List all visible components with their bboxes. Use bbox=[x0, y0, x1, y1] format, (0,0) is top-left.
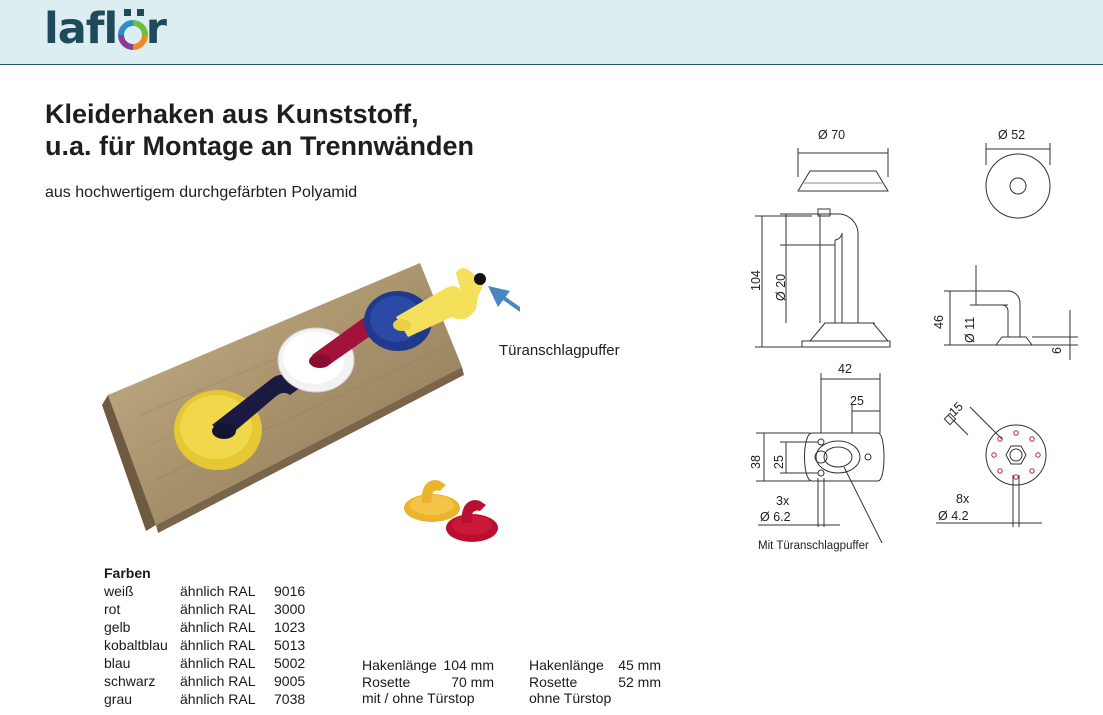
long-hook-side-view bbox=[755, 148, 891, 348]
colors-heading: Farben bbox=[104, 565, 151, 581]
color-code: 7038 bbox=[274, 691, 306, 707]
color-code: 9016 bbox=[274, 583, 306, 599]
title-line-2: u.a. für Montage an Trennwänden bbox=[45, 131, 475, 161]
hook-yellow-blue bbox=[364, 268, 486, 351]
dim-d20: Ø 20 bbox=[774, 274, 788, 301]
color-name: gelb bbox=[104, 619, 131, 635]
dim-25-horizontal: 25 bbox=[850, 394, 864, 408]
hook-black-yellow bbox=[174, 373, 304, 470]
color-similar: ähnlich RAL bbox=[180, 673, 256, 689]
color-code: 5013 bbox=[274, 637, 306, 653]
color-similar: ähnlich RAL bbox=[180, 637, 256, 653]
color-name: grau bbox=[104, 691, 133, 707]
laflor-logo[interactable]: laflö r bbox=[44, 4, 167, 54]
color-similar: ähnlich RAL bbox=[180, 601, 256, 617]
dim-d70: Ø 70 bbox=[818, 128, 845, 142]
buffer-note: Mit Türanschlagpuffer bbox=[758, 540, 869, 552]
technical-drawing: Ø 70 Ø 52 104 Ø 20 46 Ø 11 9 42 25 38 25… bbox=[749, 128, 1078, 552]
dim-104: 104 bbox=[749, 270, 763, 291]
color-code: 3000 bbox=[274, 601, 306, 617]
color-row: kobaltblau ähnlich RAL 5013 bbox=[104, 636, 305, 654]
logo-text-prefix: lafl bbox=[44, 4, 118, 54]
logo-o-mark: ö bbox=[117, 5, 149, 53]
dim-9: 9 bbox=[1049, 347, 1063, 354]
logo-text-suffix: r bbox=[145, 4, 167, 54]
color-code: 9005 bbox=[274, 673, 306, 689]
dim-25-vertical: 25 bbox=[772, 455, 786, 469]
color-similar: ähnlich RAL bbox=[180, 691, 256, 707]
dim-46: 46 bbox=[932, 315, 946, 329]
color-row: weiß ähnlich RAL 9016 bbox=[104, 582, 305, 600]
logo-umlaut-dots-icon bbox=[124, 9, 145, 16]
color-name: weiß bbox=[104, 583, 134, 599]
spec-row-door-stop: ohne Türstop bbox=[529, 690, 612, 706]
product-photo bbox=[102, 263, 520, 542]
colors-table: Farben weiß ähnlich RAL 9016 rot ähnlich RA… bbox=[104, 564, 305, 708]
title-line-1: Kleiderhaken aus Kunststoff, bbox=[45, 99, 419, 129]
color-name: schwarz bbox=[104, 673, 156, 689]
short-hook-bottom-view bbox=[936, 406, 1047, 527]
buffer-arrow bbox=[488, 286, 520, 312]
page-subtitle: aus hochwertigem durchgefärbten Polyamid bbox=[45, 184, 358, 201]
dim-d42: Ø 4.2 bbox=[938, 509, 969, 523]
color-code: 5002 bbox=[274, 655, 306, 671]
color-name: blau bbox=[104, 655, 131, 671]
dim-d62: Ø 6.2 bbox=[760, 510, 791, 524]
color-row: grau ähnlich RAL 7038 bbox=[104, 690, 305, 708]
logo-ring-icon bbox=[118, 20, 149, 50]
small-hook-red bbox=[446, 500, 498, 542]
color-name: rot bbox=[104, 601, 121, 617]
page-title: Kleiderhaken aus Kunststoff, u.a. für Mo… bbox=[45, 98, 474, 162]
color-similar: ähnlich RAL bbox=[180, 655, 256, 671]
dim-8x: 8x bbox=[956, 492, 970, 506]
dim-d52: Ø 52 bbox=[998, 128, 1025, 142]
color-code: 1023 bbox=[274, 619, 306, 635]
header-bar: laflö r bbox=[0, 0, 1103, 65]
dim-d11: Ø 11 bbox=[963, 317, 977, 343]
hook-red-white bbox=[277, 315, 396, 393]
dim-38: 38 bbox=[749, 455, 763, 469]
color-row: blau ähnlich RAL 5002 bbox=[104, 654, 305, 672]
dim-3x: 3x bbox=[776, 494, 790, 508]
buffer-label: Türanschlagpuffer bbox=[499, 342, 620, 359]
long-hook-bottom-view bbox=[756, 373, 885, 544]
color-similar: ähnlich RAL bbox=[180, 583, 256, 599]
short-hook-side-view bbox=[944, 265, 1078, 360]
color-name: kobaltblau bbox=[104, 637, 168, 653]
small-rosette-top-view bbox=[985, 143, 1051, 219]
color-row: gelb ähnlich RAL 1023 bbox=[104, 618, 305, 636]
small-hook-yellow bbox=[404, 480, 460, 522]
spec-row-door-stop: mit / ohne Türstop bbox=[362, 690, 475, 706]
dim-42: 42 bbox=[838, 362, 852, 376]
color-similar: ähnlich RAL bbox=[180, 619, 256, 635]
color-row: schwarz ähnlich RAL 9005 bbox=[104, 672, 305, 690]
color-row: rot ähnlich RAL 3000 bbox=[104, 600, 305, 618]
